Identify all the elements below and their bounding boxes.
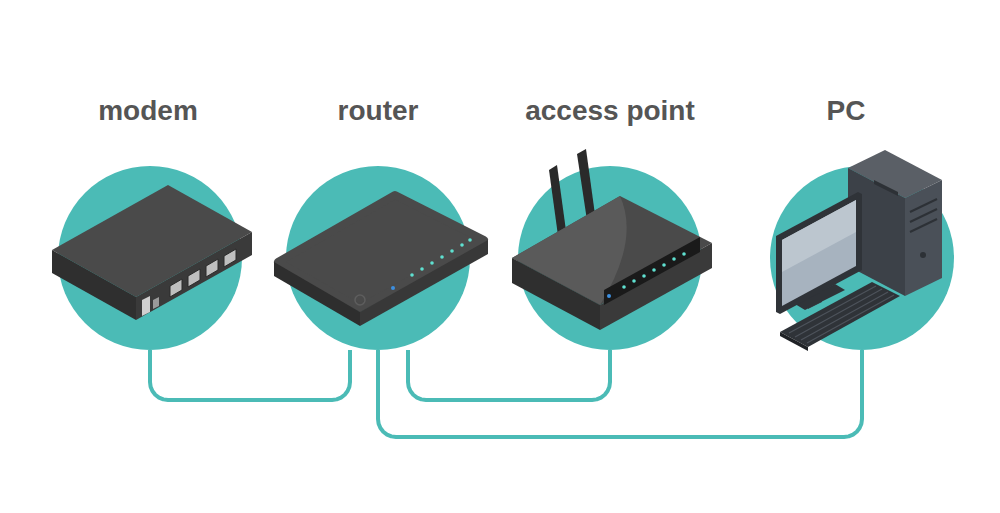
modem-illustration xyxy=(52,185,252,320)
network-cable xyxy=(408,350,610,400)
device-circle xyxy=(286,166,470,350)
modem-node: modem xyxy=(54,95,246,350)
device-label: router xyxy=(282,95,474,127)
router-node: router xyxy=(282,95,474,350)
network-cable xyxy=(150,350,350,400)
router-illustration xyxy=(274,195,488,326)
network-cable xyxy=(378,350,862,437)
device-label: modem xyxy=(52,95,244,127)
device-circle xyxy=(58,166,242,350)
pc-node: PC xyxy=(766,95,958,350)
access-point-node: access point xyxy=(514,95,706,350)
device-circle xyxy=(770,166,954,350)
access-point-illustration xyxy=(512,149,712,330)
device-label: access point xyxy=(514,95,706,127)
device-circle xyxy=(518,166,702,350)
circle-ground xyxy=(58,166,242,350)
circle-ground xyxy=(518,166,702,350)
device-label: PC xyxy=(750,95,942,127)
circle-ground xyxy=(770,166,954,350)
pc-illustration xyxy=(776,150,942,351)
circle-ground xyxy=(286,166,470,350)
